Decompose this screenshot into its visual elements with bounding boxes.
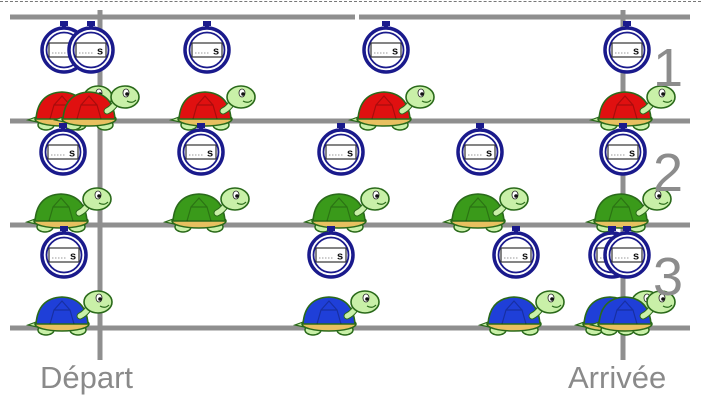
lane-2-turtle-3: s bbox=[305, 123, 389, 232]
stopwatch-icon: s bbox=[458, 123, 502, 174]
finish-label: Arrivée bbox=[568, 362, 666, 393]
stopwatch-label: s bbox=[633, 251, 639, 263]
stopwatch-label: s bbox=[97, 46, 103, 58]
stopwatch-icon: s bbox=[42, 226, 86, 277]
stopwatch-label: s bbox=[207, 148, 213, 160]
lane-3-turtle-3: s bbox=[480, 226, 564, 335]
lane-1-turtle-3: s bbox=[171, 21, 255, 130]
stopwatch-label: s bbox=[69, 148, 75, 160]
stopwatch-label: s bbox=[486, 148, 492, 160]
stopwatch-icon: s bbox=[605, 21, 649, 72]
lane-number-3: 3 bbox=[653, 250, 683, 304]
lane-1-turtle-4: s bbox=[350, 21, 434, 130]
stopwatch-icon: s bbox=[364, 21, 408, 72]
stopwatch-label: s bbox=[629, 148, 635, 160]
lane-3-turtle-2: s bbox=[295, 226, 379, 335]
lane-2-turtle-2: s bbox=[165, 123, 249, 232]
stopwatch-label: s bbox=[392, 46, 398, 58]
stopwatch-label: s bbox=[70, 251, 76, 263]
lane-line-gap bbox=[355, 12, 359, 23]
stopwatch-label: s bbox=[337, 251, 343, 263]
stopwatch-label: s bbox=[522, 251, 528, 263]
stopwatch-label: s bbox=[347, 148, 353, 160]
stopwatch-icon: s bbox=[185, 21, 229, 72]
lane-number-2: 2 bbox=[653, 146, 683, 200]
stopwatch-icon: s bbox=[494, 226, 538, 277]
stopwatch-label: s bbox=[213, 46, 219, 58]
lane-number-1: 1 bbox=[653, 41, 683, 95]
stopwatch-icon: s bbox=[309, 226, 353, 277]
stopwatch-label: s bbox=[633, 46, 639, 58]
stopwatch-icon: s bbox=[179, 123, 223, 174]
lane-2-turtle-4: s bbox=[444, 123, 528, 232]
stopwatch-icon: s bbox=[69, 21, 113, 72]
start-label: Départ bbox=[40, 362, 133, 393]
stopwatch-icon: s bbox=[319, 123, 363, 174]
